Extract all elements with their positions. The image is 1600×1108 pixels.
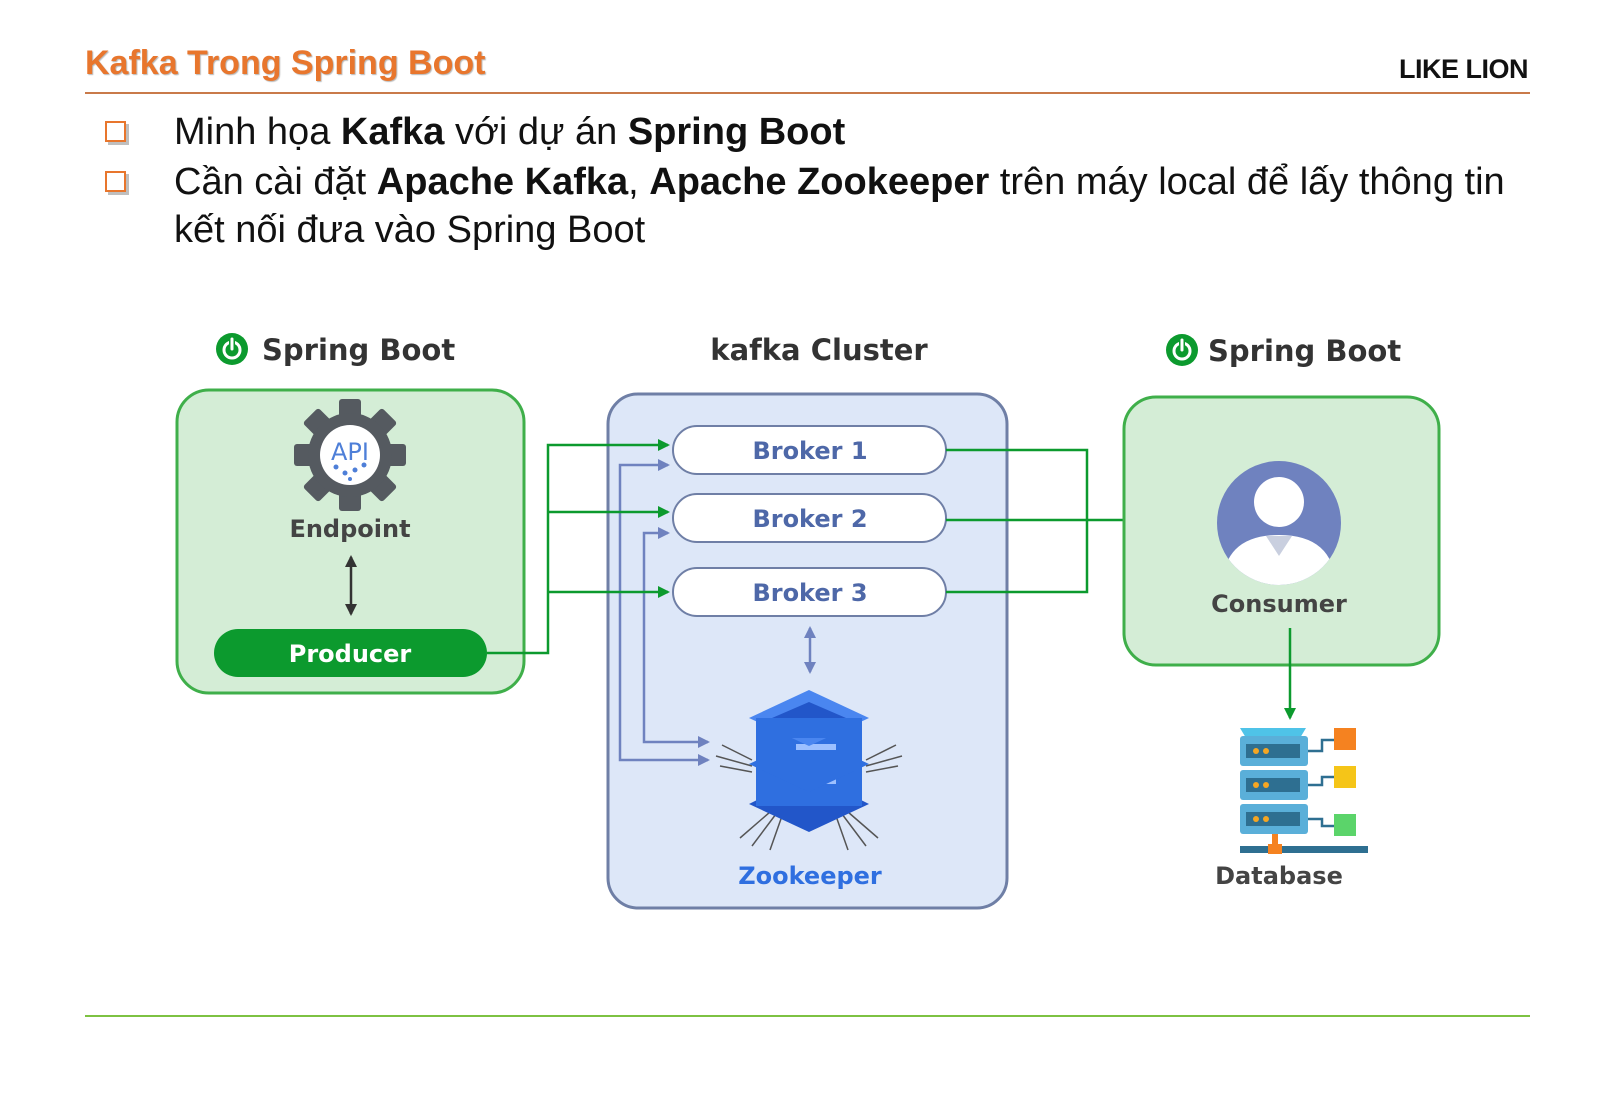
zookeeper-server-icon xyxy=(715,690,903,851)
power-icon xyxy=(216,333,248,365)
bullet-text: Minh họa Kafka với dự án Spring Boot xyxy=(174,108,1525,156)
text-run-bold: Spring Boot xyxy=(627,111,846,153)
text-run: trên máy local để lấy thông tin kết nối … xyxy=(174,161,1505,251)
checkbox-bullet-icon xyxy=(105,121,126,142)
footer-divider xyxy=(85,1015,1530,1017)
api-icon-text: API xyxy=(331,438,369,466)
broker-label: Broker 2 xyxy=(752,505,867,533)
zookeeper-broker-links xyxy=(618,459,710,766)
bullet-item-2: Cần cài đặt Apache Kafka, Apache Zookeep… xyxy=(105,158,1525,254)
broker-label: Broker 3 xyxy=(752,579,867,607)
consumer-label: Consumer xyxy=(1211,590,1347,618)
text-run-bold: Kafka xyxy=(340,111,445,153)
text-run: Minh họa xyxy=(174,111,341,153)
api-gear-icon: API xyxy=(294,399,406,511)
producer-app-title: Spring Boot xyxy=(262,333,455,367)
database-server-icon xyxy=(1240,728,1368,854)
consumer-avatar-icon xyxy=(1217,461,1341,585)
bullet-list: Minh họa Kafka với dự án Spring Boot Cần… xyxy=(105,108,1525,256)
consumer-app-header: Spring Boot xyxy=(1166,334,1401,368)
checkbox-bullet-icon xyxy=(105,171,126,192)
bullet-text: Cần cài đặt Apache Kafka, Apache Zookeep… xyxy=(174,158,1525,254)
broker-1: Broker 1 xyxy=(672,425,947,475)
text-run: Cần cài đặt xyxy=(174,161,377,203)
text-run-bold: Apache Kafka xyxy=(376,161,629,203)
text-run: với dự án xyxy=(444,111,628,153)
bullet-item-1: Minh họa Kafka với dự án Spring Boot xyxy=(105,108,1525,156)
consumer-app-title: Spring Boot xyxy=(1208,334,1401,368)
producer-pill xyxy=(214,629,487,677)
header-divider xyxy=(85,92,1530,94)
cluster-title: kafka Cluster xyxy=(710,333,928,367)
broker-label: Broker 1 xyxy=(752,437,867,465)
slide-title: Kafka Trong Spring Boot xyxy=(85,44,486,82)
text-run: , xyxy=(628,161,650,203)
producer-label: Producer xyxy=(289,640,412,668)
producer-broker-arrows xyxy=(487,439,670,655)
producer-app-header: Spring Boot xyxy=(216,333,455,367)
endpoint-label: Endpoint xyxy=(289,515,410,543)
zookeeper-label: Zookeeper xyxy=(738,862,882,890)
producer-app-panel xyxy=(175,388,526,695)
database-label: Database xyxy=(1215,862,1343,890)
broker-2: Broker 2 xyxy=(672,493,947,543)
text-run-bold: Apache Zookeeper xyxy=(649,161,990,203)
brand-logo: LIKE LION xyxy=(1399,54,1529,84)
power-icon xyxy=(1166,334,1198,366)
broker-3: Broker 3 xyxy=(672,567,947,617)
